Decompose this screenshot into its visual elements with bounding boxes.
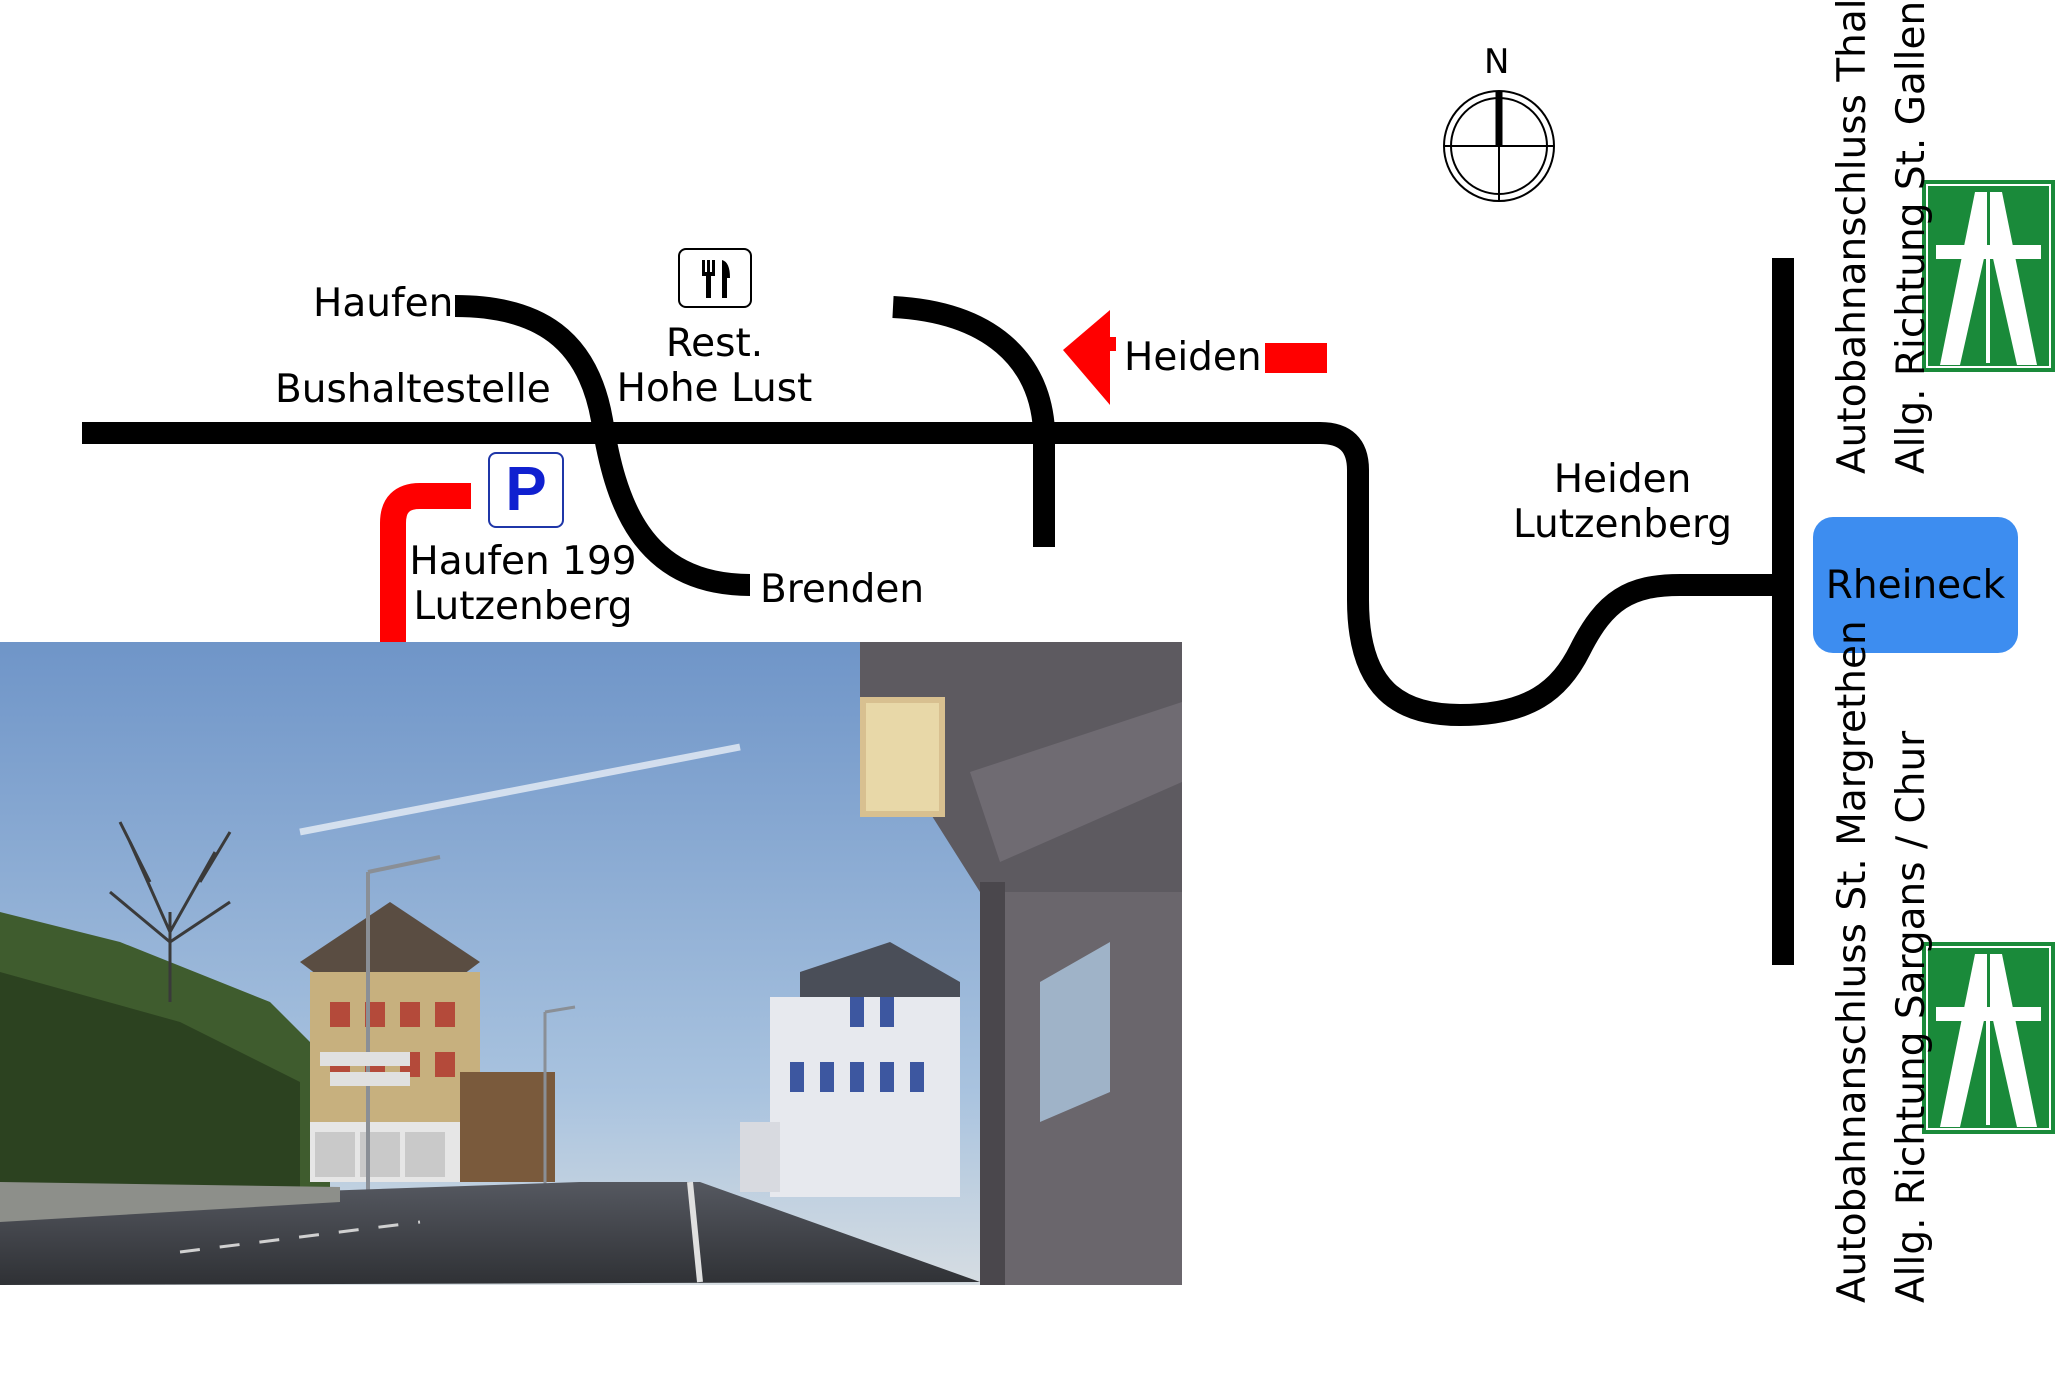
label-rest-line1: Rest.	[665, 321, 764, 366]
label-thal-line1: Autobahnanschluss Thal	[1830, 0, 1875, 474]
motorway-sign-icon	[1922, 942, 2055, 1134]
label-haufen199-line1: Haufen 199	[409, 539, 637, 584]
label-heiden-line1: Heiden	[1553, 457, 1692, 502]
label-restaurant: Rest. Hohe Lust	[612, 321, 817, 412]
road-haufen-brenden	[454, 295, 751, 596]
heiden-arrow-icon	[1063, 310, 1327, 405]
label-heiden-line2: Lutzenberg	[1512, 501, 1733, 547]
fork-knife-icon	[678, 248, 752, 308]
label-bushaltestelle: Bushaltestelle	[275, 367, 551, 412]
label-margrethen-line2: Allg. Richtung Sargans / Chur	[1889, 730, 1934, 1303]
label-haufen-199: Haufen 199 Lutzenberg	[408, 539, 638, 630]
motorway-sign-icon	[1922, 180, 2055, 372]
label-rest-line2: Hohe Lust	[616, 365, 813, 411]
compass-north-label: N	[1484, 42, 1510, 82]
compass-icon	[1443, 90, 1555, 202]
label-brenden: Brenden	[760, 567, 925, 612]
road-heiden-curve	[892, 296, 1055, 547]
label-thal-line2: Allg. Richtung St. Gallen	[1889, 0, 1934, 474]
street-photo	[0, 642, 1182, 1285]
rheineck-box: Rheineck	[1813, 517, 2018, 653]
label-heiden-arrow: Heiden	[1124, 335, 1262, 380]
label-heiden-lutzenberg: Heiden Lutzenberg	[1505, 457, 1740, 548]
main-road	[82, 422, 1772, 726]
label-margrethen-line1: Autobahnanschluss St. Margrethen	[1830, 620, 1875, 1303]
label-haufen: Haufen	[313, 281, 454, 326]
parking-icon: P	[488, 452, 564, 528]
label-haufen199-line2: Lutzenberg	[413, 583, 633, 629]
